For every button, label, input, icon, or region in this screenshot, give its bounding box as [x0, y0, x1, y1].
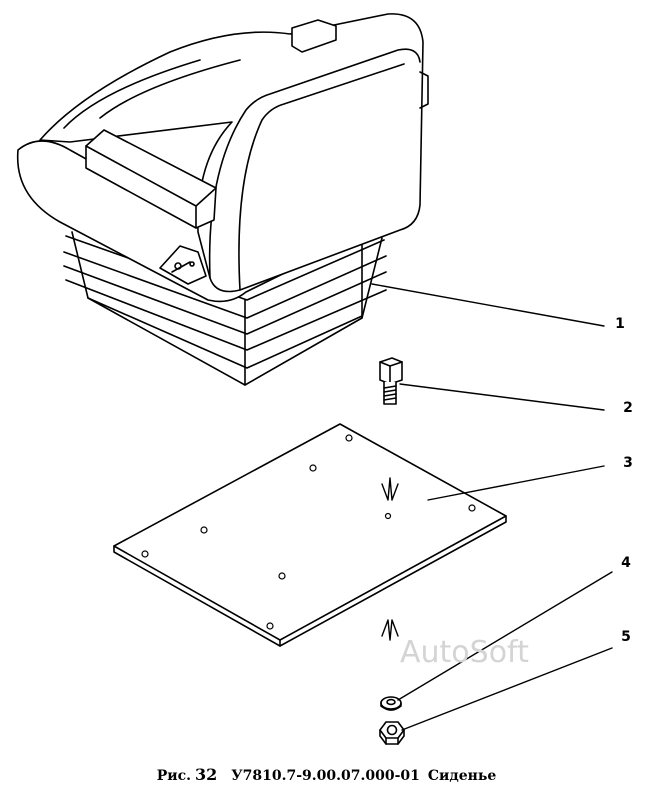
part-name: Сиденье: [427, 768, 497, 784]
seat-headrest-block: [291, 19, 337, 53]
figure-caption: Рис.32 У7810.7-9.00.07.000-01 Сиденье: [0, 765, 653, 784]
hex-nut: [379, 721, 405, 745]
leader-line-3: [427, 465, 605, 501]
leader-line-1: [371, 283, 605, 327]
assembly-direction-arrow: [381, 477, 399, 501]
plate-mounting-holes: [141, 434, 476, 630]
callout-2: 2: [623, 400, 633, 416]
seat-armrest: [85, 129, 217, 229]
callout-1: 1: [615, 316, 625, 332]
leader-line-5: [401, 647, 613, 731]
callout-4: 4: [621, 555, 631, 571]
figure-number: 32: [195, 765, 218, 784]
leader-line-4: [397, 571, 613, 701]
callout-5: 5: [621, 629, 631, 645]
part-code: У7810.7-9.00.07.000-01: [231, 768, 420, 784]
leader-line-2: [399, 383, 605, 411]
washer: [380, 696, 402, 711]
callout-3: 3: [623, 455, 633, 471]
leader-lines: [371, 283, 613, 731]
watermark: AutoSoft: [400, 635, 529, 670]
assembly-direction-arrow: [381, 619, 399, 641]
mounting-plate: [113, 423, 507, 647]
seat-side-lever: [419, 71, 429, 109]
figure-label: Рис.: [156, 768, 191, 784]
seat-assembly: [16, 13, 429, 386]
seat-suspension-bellows: [63, 231, 387, 386]
seat-hinge-bracket: [159, 245, 207, 285]
bolt: [379, 357, 403, 405]
